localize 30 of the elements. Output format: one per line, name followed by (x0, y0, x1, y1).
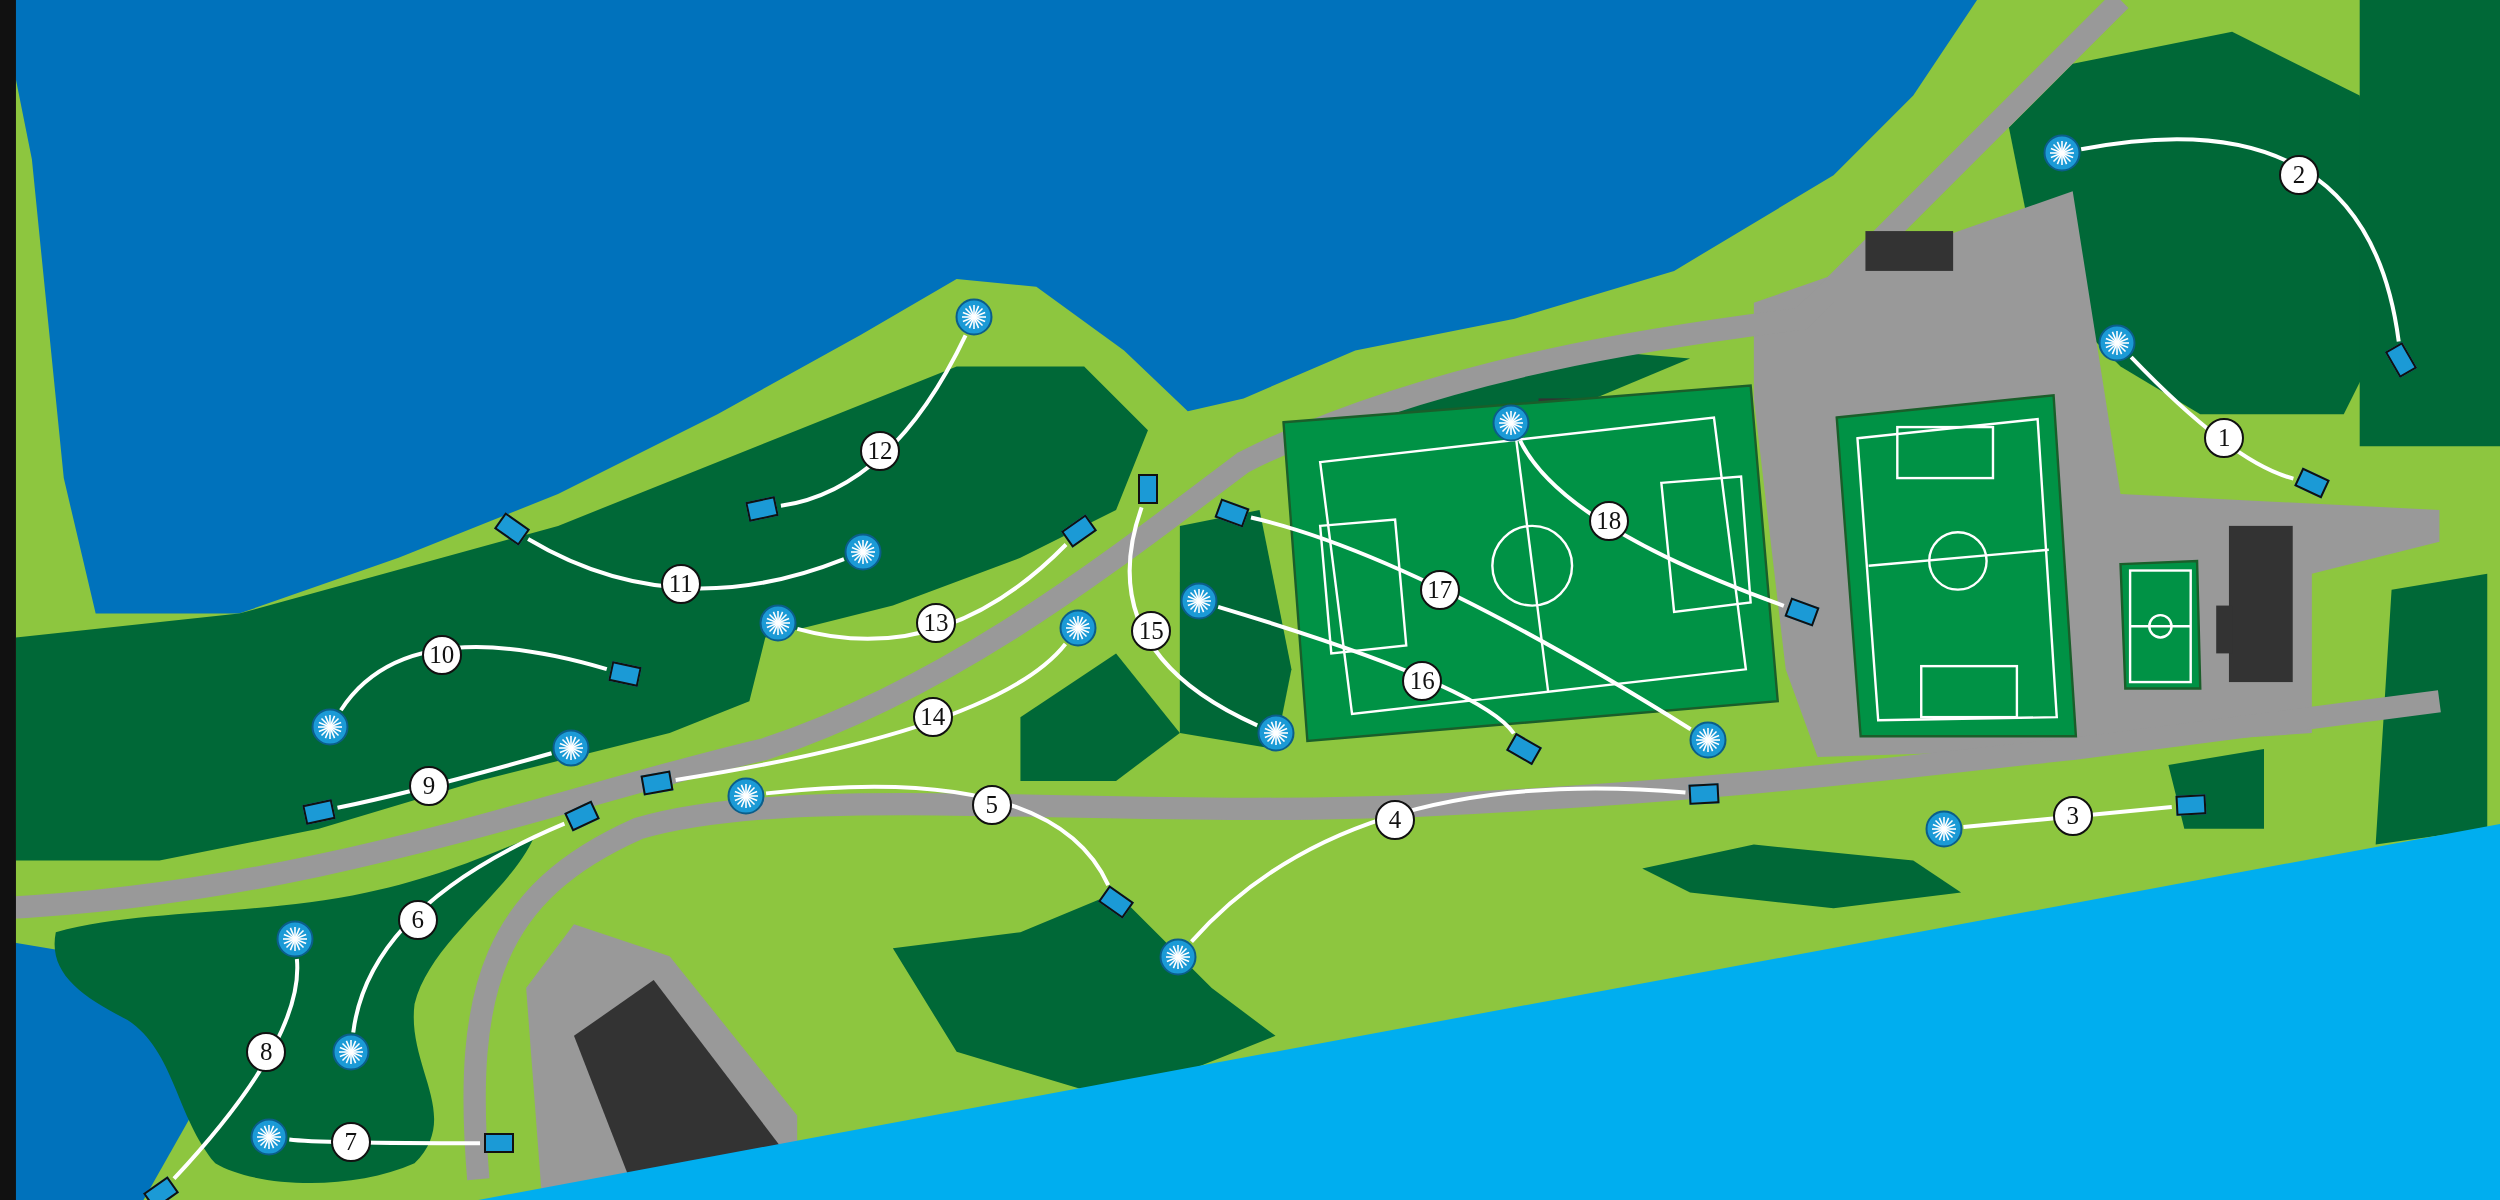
basket-icon (1924, 810, 1963, 849)
basket-icon (1688, 720, 1727, 759)
basket-icon (2098, 323, 2137, 362)
basket-icon (843, 532, 882, 571)
fairway-line (1190, 786, 1686, 944)
fairway-line (2080, 137, 2401, 342)
fairway-line (527, 537, 845, 591)
fairway-line (1217, 604, 1516, 735)
tee-pad (1137, 474, 1158, 505)
fairway-line (1518, 439, 1785, 608)
basket-icon (2042, 134, 2081, 173)
basket-icon (759, 604, 798, 643)
tee-pad (484, 1133, 515, 1154)
fairway-line (796, 543, 1068, 641)
basket-icon (331, 1033, 370, 1072)
basket-icon (955, 298, 994, 337)
fairway-line (765, 785, 1110, 887)
basket-icon (1256, 714, 1295, 753)
basket-icon (275, 920, 314, 959)
basket-icon (250, 1117, 289, 1156)
basket-icon (1179, 582, 1218, 621)
tee-pad (1688, 783, 1720, 805)
basket-icon (311, 708, 350, 747)
fairway-line (675, 642, 1067, 782)
basket-icon (551, 728, 590, 767)
basket-icon (727, 776, 766, 815)
basket-icon (1492, 403, 1531, 442)
basket-icon (1058, 609, 1097, 648)
basket-icon (1159, 937, 1198, 976)
tee-pad (2175, 794, 2207, 816)
